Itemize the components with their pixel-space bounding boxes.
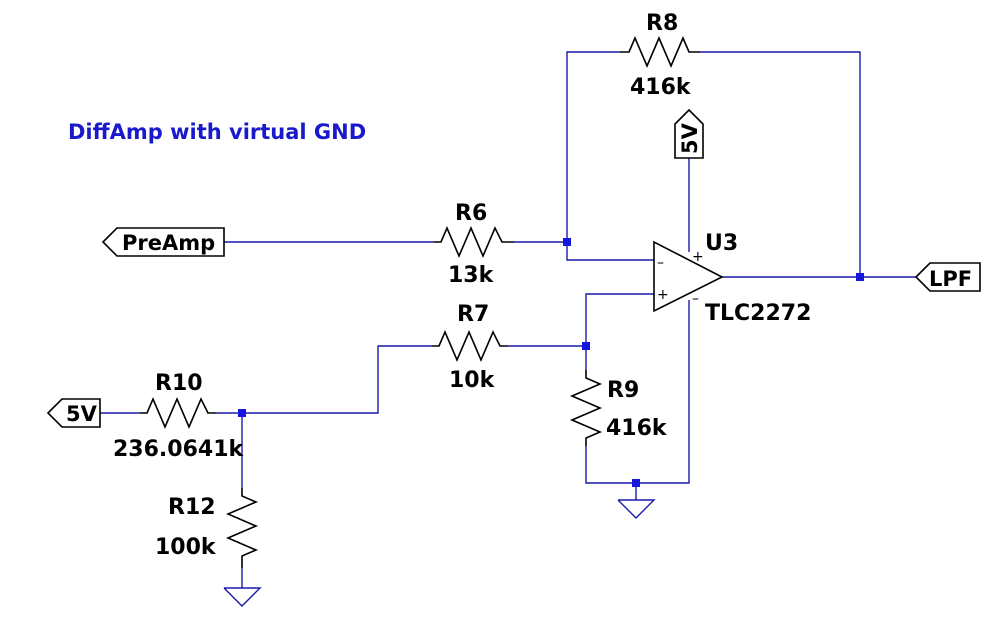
junction-dot: [632, 479, 640, 487]
resistor-r10-value: 236.0641k: [113, 437, 245, 462]
resistor-r6-value: 13k: [448, 263, 495, 288]
wire-r8-right: [700, 51, 861, 277]
resistor-r7[interactable]: R7 10k: [432, 302, 508, 393]
resistor-r6-body: [434, 225, 514, 259]
resistor-r9-value: 416k: [606, 416, 668, 441]
resistor-r6-ref: R6: [455, 201, 487, 226]
net-flag-preamp[interactable]: PreAmp: [101, 227, 225, 257]
net-flag-lpf-shape: [914, 262, 981, 292]
resistor-r12[interactable]: R12 100k: [155, 488, 259, 568]
ground-icon: [617, 499, 656, 519]
opamp-supply-minus: –: [692, 291, 699, 307]
net-flag-preamp-shape: [101, 227, 225, 257]
opamp-triangle: [653, 240, 724, 313]
junction-dot: [856, 273, 864, 281]
resistor-r10[interactable]: R10 236.0641k: [113, 371, 245, 462]
resistor-r9[interactable]: R9 416k: [569, 370, 668, 446]
net-flag-5v-top-shape: [674, 108, 704, 159]
junction-dot: [582, 342, 590, 350]
resistor-r12-body: [225, 488, 259, 568]
resistor-r12-ref: R12: [168, 495, 216, 520]
net-flag-5v-top-label: 5V: [678, 122, 702, 154]
opamp-pin-minus: –: [657, 255, 664, 271]
net-flag-lpf-label: LPF: [929, 267, 972, 291]
net-flag-5v-left[interactable]: 5V: [46, 398, 101, 428]
wire-r8-left: [566, 51, 620, 242]
resistor-r12-value: 100k: [155, 535, 217, 560]
schematic-title: DiffAmp with virtual GND: [68, 120, 366, 144]
opamp-pin-plus: +: [657, 287, 669, 303]
resistor-r8[interactable]: R8 416k: [620, 11, 700, 100]
opamp-supply-plus: +: [692, 249, 704, 265]
junctions: [238, 238, 864, 487]
ground-icon-r12: [223, 587, 262, 607]
resistor-r6[interactable]: R6 13k: [434, 201, 514, 288]
resistor-r7-body: [432, 329, 508, 363]
opamp-ref: U3: [705, 231, 738, 256]
wire-inverting-input: [566, 242, 654, 261]
resistor-r7-value: 10k: [449, 368, 496, 393]
resistor-r10-ref: R10: [155, 371, 203, 396]
resistor-r9-ref: R9: [607, 378, 639, 403]
wires: [100, 51, 916, 588]
net-flag-lpf[interactable]: LPF: [914, 262, 981, 292]
resistor-r9-body: [569, 370, 603, 446]
resistor-r8-ref: R8: [646, 11, 678, 36]
junction-dot: [563, 238, 571, 246]
net-flag-5v-top[interactable]: 5V: [674, 108, 704, 159]
ground-icon: [223, 587, 262, 607]
resistor-r8-value: 416k: [630, 75, 692, 100]
resistor-r10-body: [140, 396, 216, 430]
junction-dot: [238, 409, 246, 417]
wire-r7-left: [242, 345, 432, 414]
net-flag-5v-left-label: 5V: [66, 402, 98, 426]
opamp-model: TLC2272: [705, 301, 811, 326]
wire-noninverting-input: [585, 293, 654, 346]
ground-icon-opamp: [617, 499, 656, 519]
resistor-r7-ref: R7: [457, 302, 489, 327]
resistor-r8-body: [620, 35, 700, 69]
net-flag-preamp-label: PreAmp: [122, 231, 215, 255]
opamp-u3[interactable]: – + + – U3 TLC2272: [653, 231, 811, 326]
net-flag-5v-left-shape: [46, 398, 101, 428]
